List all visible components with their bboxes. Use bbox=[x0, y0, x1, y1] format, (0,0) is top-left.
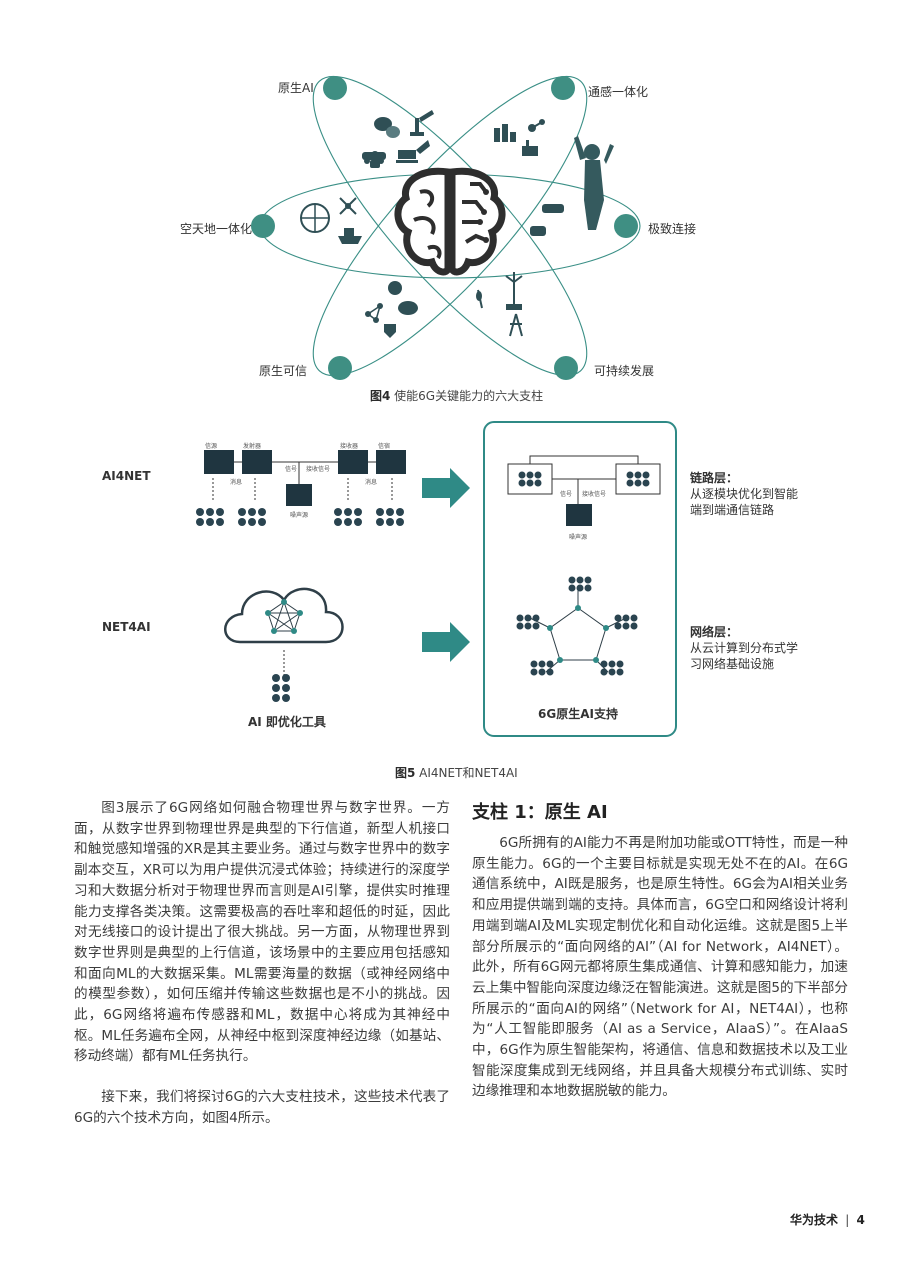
satellite-link-icon bbox=[528, 119, 545, 132]
link-layer-note: 链路层： 从逐模块优化到智能 端到端通信链路 bbox=[690, 470, 798, 518]
network-layer-desc-1: 从云计算到分布式学 bbox=[690, 641, 799, 655]
pillar-label-sustainable: 可持续发展 bbox=[594, 364, 655, 378]
label-signal: 信号 bbox=[285, 466, 298, 473]
car-icon bbox=[362, 152, 386, 164]
label-message-1: 消息 bbox=[230, 479, 243, 486]
pillar-label-sensing-comm: 通感一体化 bbox=[588, 85, 649, 99]
page-number: 4 bbox=[856, 1213, 865, 1227]
pillar-dot-sustainable bbox=[554, 356, 578, 380]
noise-block-right bbox=[566, 504, 592, 526]
ship-icon bbox=[338, 228, 362, 244]
ai4net-label: AI4NET bbox=[102, 469, 151, 483]
figure4-caption-text: 使能6G关键能力的六大支柱 bbox=[390, 389, 544, 403]
nn-rx-block bbox=[615, 463, 661, 495]
pylon-icon bbox=[509, 313, 523, 337]
figure5-caption-label: 图5 bbox=[395, 766, 416, 780]
wind-turbine-icon bbox=[505, 272, 523, 306]
arrow-net4ai bbox=[422, 622, 470, 662]
figure5-diagram bbox=[196, 421, 677, 737]
native-ai-support-label: 6G原生AI支持 bbox=[538, 707, 618, 721]
vr-headset-icon bbox=[530, 226, 546, 236]
page-footer: 华为技术 | 4 bbox=[790, 1211, 865, 1228]
pillar1-heading: 支柱 1：原生 AI bbox=[472, 802, 608, 823]
transmitter-block bbox=[242, 450, 272, 474]
ai-optimization-tool-label: AI 即优化工具 bbox=[248, 715, 326, 729]
network-layer-desc-2: 习网络基础设施 bbox=[690, 657, 775, 671]
wheat-icon bbox=[476, 289, 483, 309]
factory-icon bbox=[494, 124, 516, 142]
pillar-dot-connectivity bbox=[614, 214, 638, 238]
chat-bubble-icon bbox=[374, 117, 400, 138]
noise-block bbox=[286, 484, 312, 506]
humanoid-icon bbox=[574, 136, 614, 230]
label-noise-right: 噪声源 bbox=[569, 534, 588, 541]
graph-nodes-icon bbox=[365, 303, 383, 323]
excavator-icon bbox=[396, 140, 430, 163]
pillar-label-native-trust: 原生可信 bbox=[259, 364, 308, 378]
pillar-label-native-ai: 原生AI bbox=[278, 81, 314, 95]
arrow-ai4net bbox=[422, 468, 470, 508]
pillar-dot-sensing bbox=[551, 76, 575, 100]
distributed-network-icon bbox=[529, 590, 627, 673]
left-column: 图3展示了6G网络如何融合物理世界与数字世界。一方面，从数字世界到物理世界是典型… bbox=[74, 798, 450, 1129]
label-source: 信源 bbox=[205, 443, 218, 450]
vr-glasses-icon bbox=[542, 204, 564, 213]
label-noise: 噪声源 bbox=[290, 512, 309, 519]
pillar-label-extreme-connectivity: 极致连接 bbox=[648, 222, 697, 236]
brain-icon bbox=[394, 167, 506, 276]
label-recv-signal-right: 接收信号 bbox=[582, 491, 607, 498]
figure4-caption-label: 图4 bbox=[370, 389, 391, 403]
shield-icon bbox=[384, 324, 396, 338]
drone-icon bbox=[339, 197, 357, 215]
nn-tx-block bbox=[507, 463, 553, 495]
figure4-caption: 图4 使能6G关键能力的六大支柱 bbox=[370, 387, 543, 404]
link-layer-desc-2: 端到端通信链路 bbox=[690, 503, 775, 517]
power-plant-icon bbox=[506, 304, 522, 310]
pillar-dot-trust bbox=[328, 356, 352, 380]
label-recv-signal: 接收信号 bbox=[306, 466, 331, 473]
link-layer-desc-1: 从逐模块优化到智能 bbox=[690, 487, 799, 501]
pillar-dot-space-air-ground bbox=[251, 214, 275, 238]
label-sink: 信宿 bbox=[378, 443, 391, 450]
net4ai-label: NET4AI bbox=[102, 620, 151, 634]
label-signal-right: 信号 bbox=[560, 491, 573, 498]
right-paragraph: 6G所拥有的AI能力不再是附加功能或OTT特性，而是一种原生能力。6G的一个主要… bbox=[472, 835, 848, 1100]
label-receiver: 接收器 bbox=[340, 443, 359, 450]
source-block bbox=[204, 450, 234, 474]
globe-network-icon bbox=[388, 281, 402, 295]
cloud-icon bbox=[224, 587, 344, 644]
receiver-block bbox=[338, 450, 368, 474]
figure4-diagram bbox=[251, 75, 641, 380]
figure5-caption-text: AI4NET和NET4AI bbox=[415, 766, 518, 780]
network-layer-title: 网络层： bbox=[690, 625, 739, 639]
publication-name: 华为技术 bbox=[790, 1213, 839, 1227]
robot-arm-icon bbox=[410, 110, 434, 136]
pillar-label-space-air-ground: 空天地一体化 bbox=[180, 222, 253, 236]
network-layer-note: 网络层： 从云计算到分布式学 习网络基础设施 bbox=[690, 624, 798, 672]
footer-divider: | bbox=[845, 1213, 850, 1227]
left-paragraph-1: 图3展示了6G网络如何融合物理世界与数字世界。一方面，从数字世界到物理世界是典型… bbox=[74, 800, 450, 1065]
globe-icon bbox=[300, 203, 330, 233]
industry-icon bbox=[522, 140, 538, 156]
pentagon-network-icon bbox=[267, 601, 301, 632]
cloud-upload-icon bbox=[398, 301, 418, 315]
label-transmitter: 发射器 bbox=[243, 443, 262, 450]
sink-block bbox=[376, 450, 406, 474]
native-ai-support-box bbox=[483, 421, 677, 737]
neural-net-icons-ai4net bbox=[196, 508, 404, 526]
left-paragraph-2: 接下来，我们将探讨6G的六大支柱技术，这些技术代表了6G的六个技术方向，如图4所… bbox=[74, 1089, 450, 1126]
label-message-2: 消息 bbox=[365, 479, 378, 486]
link-layer-title: 链路层： bbox=[690, 471, 739, 485]
pillar-dot-native-ai bbox=[323, 76, 347, 100]
figure5-caption: 图5 AI4NET和NET4AI bbox=[395, 764, 518, 781]
neural-net-icon-net4ai bbox=[272, 674, 290, 702]
edge-nn-icons bbox=[516, 576, 638, 676]
right-column: 6G所拥有的AI能力不再是附加功能或OTT特性，而是一种原生能力。6G的一个主要… bbox=[472, 833, 848, 1102]
